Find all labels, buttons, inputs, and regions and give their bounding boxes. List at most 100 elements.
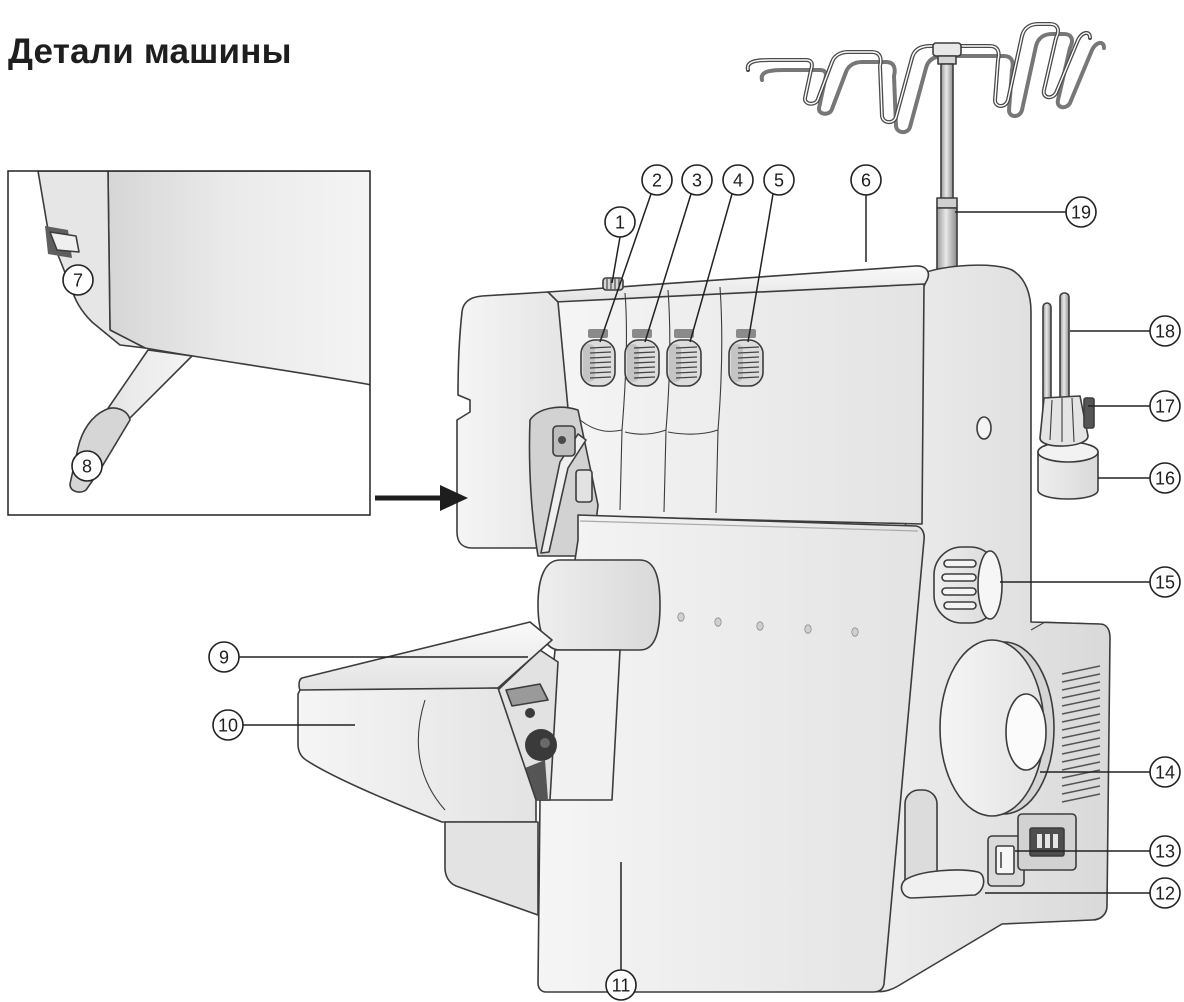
indicator-dot (756, 621, 764, 631)
vent-slot (1061, 729, 1101, 739)
tension-dial-ridge (675, 376, 698, 379)
tension-dial-ridge (633, 351, 656, 354)
callout-5: 5 (763, 164, 795, 196)
callout-6: 6 (850, 164, 882, 196)
callout-number: 16 (1155, 469, 1175, 489)
callout-leader-lines (239, 193, 1150, 970)
handwheel-hub (1005, 693, 1047, 771)
callout-number: 11 (612, 976, 631, 996)
vent-slot (1061, 681, 1101, 691)
callout-circle (1149, 835, 1181, 867)
tension-dial-ridge (633, 356, 656, 359)
tension-dial-ridge (589, 351, 612, 354)
tension-dial-ridge (589, 346, 612, 349)
callout-circle (604, 206, 636, 238)
dial-slot (736, 329, 756, 338)
tension-panel (554, 283, 925, 525)
spool-holder (1037, 395, 1099, 500)
stitch-knob-ridge (943, 601, 977, 610)
tension-dial-ridge (633, 376, 656, 379)
thread-stand-cap-neck (937, 55, 957, 65)
release-lever (900, 869, 985, 899)
tension-dial-ridge (737, 361, 760, 364)
thread-guide-arm (540, 433, 587, 554)
callout-9: 9 (208, 641, 240, 673)
callout-number: 5 (774, 171, 784, 191)
tension-dial-ridge (675, 356, 698, 359)
thread-stand-wire-highlight (747, 23, 1091, 123)
looper-guide (575, 469, 593, 503)
indicator-dot (851, 627, 859, 637)
callout-number: 1 (615, 213, 625, 233)
callout-number: 7 (73, 271, 83, 291)
callout-number: 9 (219, 648, 229, 668)
vent-slot (1061, 777, 1101, 787)
spool-pins (1042, 292, 1070, 414)
lever-bracket (900, 789, 985, 899)
tension-dial-ridge (589, 366, 612, 369)
callout-number: 4 (733, 171, 743, 191)
callout-leader-5 (747, 193, 774, 343)
thread-stand-rod-upper (940, 63, 954, 201)
tension-dial-ridge (589, 376, 612, 379)
extension-table-front (297, 687, 537, 823)
tension-dial-ridge (737, 376, 760, 379)
callout-circle (605, 969, 637, 1001)
callout-circle (62, 264, 94, 296)
tension-dial-ridge (589, 371, 612, 374)
upper-knife-knob-hub (540, 738, 550, 748)
vent-slot (1061, 697, 1101, 707)
socket-pin (1037, 834, 1042, 848)
side-hole (976, 416, 992, 440)
spool-cone-ribs (1049, 397, 1075, 443)
callout-circle (1149, 877, 1181, 909)
callout-16: 16 (1149, 462, 1181, 494)
thread-stand-cap (932, 42, 962, 57)
power-panel (987, 813, 1077, 887)
indicator-dot (677, 612, 685, 622)
callout-11: 11 (605, 969, 637, 1001)
tension-dial-ridge (675, 361, 698, 364)
callout-10: 10 (212, 709, 244, 741)
tension-dial-ridge (737, 366, 760, 369)
callout-2: 2 (641, 164, 673, 196)
callout-number: 6 (861, 171, 871, 191)
callout-number: 14 (1155, 763, 1175, 783)
callout-8: 8 (71, 450, 103, 482)
callout-number: 18 (1155, 322, 1175, 342)
right-side-controls (900, 546, 1077, 899)
tension-dial-ridge (737, 346, 760, 349)
spool-clip (1083, 397, 1095, 429)
tension-dial-ridge (737, 356, 760, 359)
callout-circle (681, 164, 713, 196)
callout-number: 17 (1155, 397, 1175, 417)
callout-circle (850, 164, 882, 196)
tension-dial-ridge (633, 371, 656, 374)
callout-19: 19 (1065, 196, 1097, 228)
callout-number: 19 (1071, 203, 1091, 223)
callout-circle (1065, 196, 1097, 228)
tension-dial-ridge (737, 371, 760, 374)
callout-13: 13 (1149, 835, 1181, 867)
callout-17: 17 (1149, 390, 1181, 422)
upper-housing (547, 265, 930, 525)
thread-stand (745, 22, 1106, 271)
inset-lever (49, 231, 80, 253)
vent-slot (1061, 737, 1101, 747)
vent-slot (1061, 673, 1101, 683)
tension-dial-ridge (633, 361, 656, 364)
callout-leader-3 (644, 193, 692, 343)
pointer-arrow (375, 485, 468, 511)
lower-base-box (444, 821, 539, 916)
top-knob (602, 277, 624, 291)
tension-dial-ridge (633, 366, 656, 369)
left-upper-cover (456, 291, 599, 557)
inset-frame (7, 170, 371, 516)
front-cover-top-edge (579, 520, 919, 532)
power-switch (995, 845, 1015, 875)
inset-detail (7, 170, 371, 516)
callout-circle (641, 164, 673, 196)
tension-dial-ridge (675, 366, 698, 369)
extension-table (297, 621, 553, 916)
